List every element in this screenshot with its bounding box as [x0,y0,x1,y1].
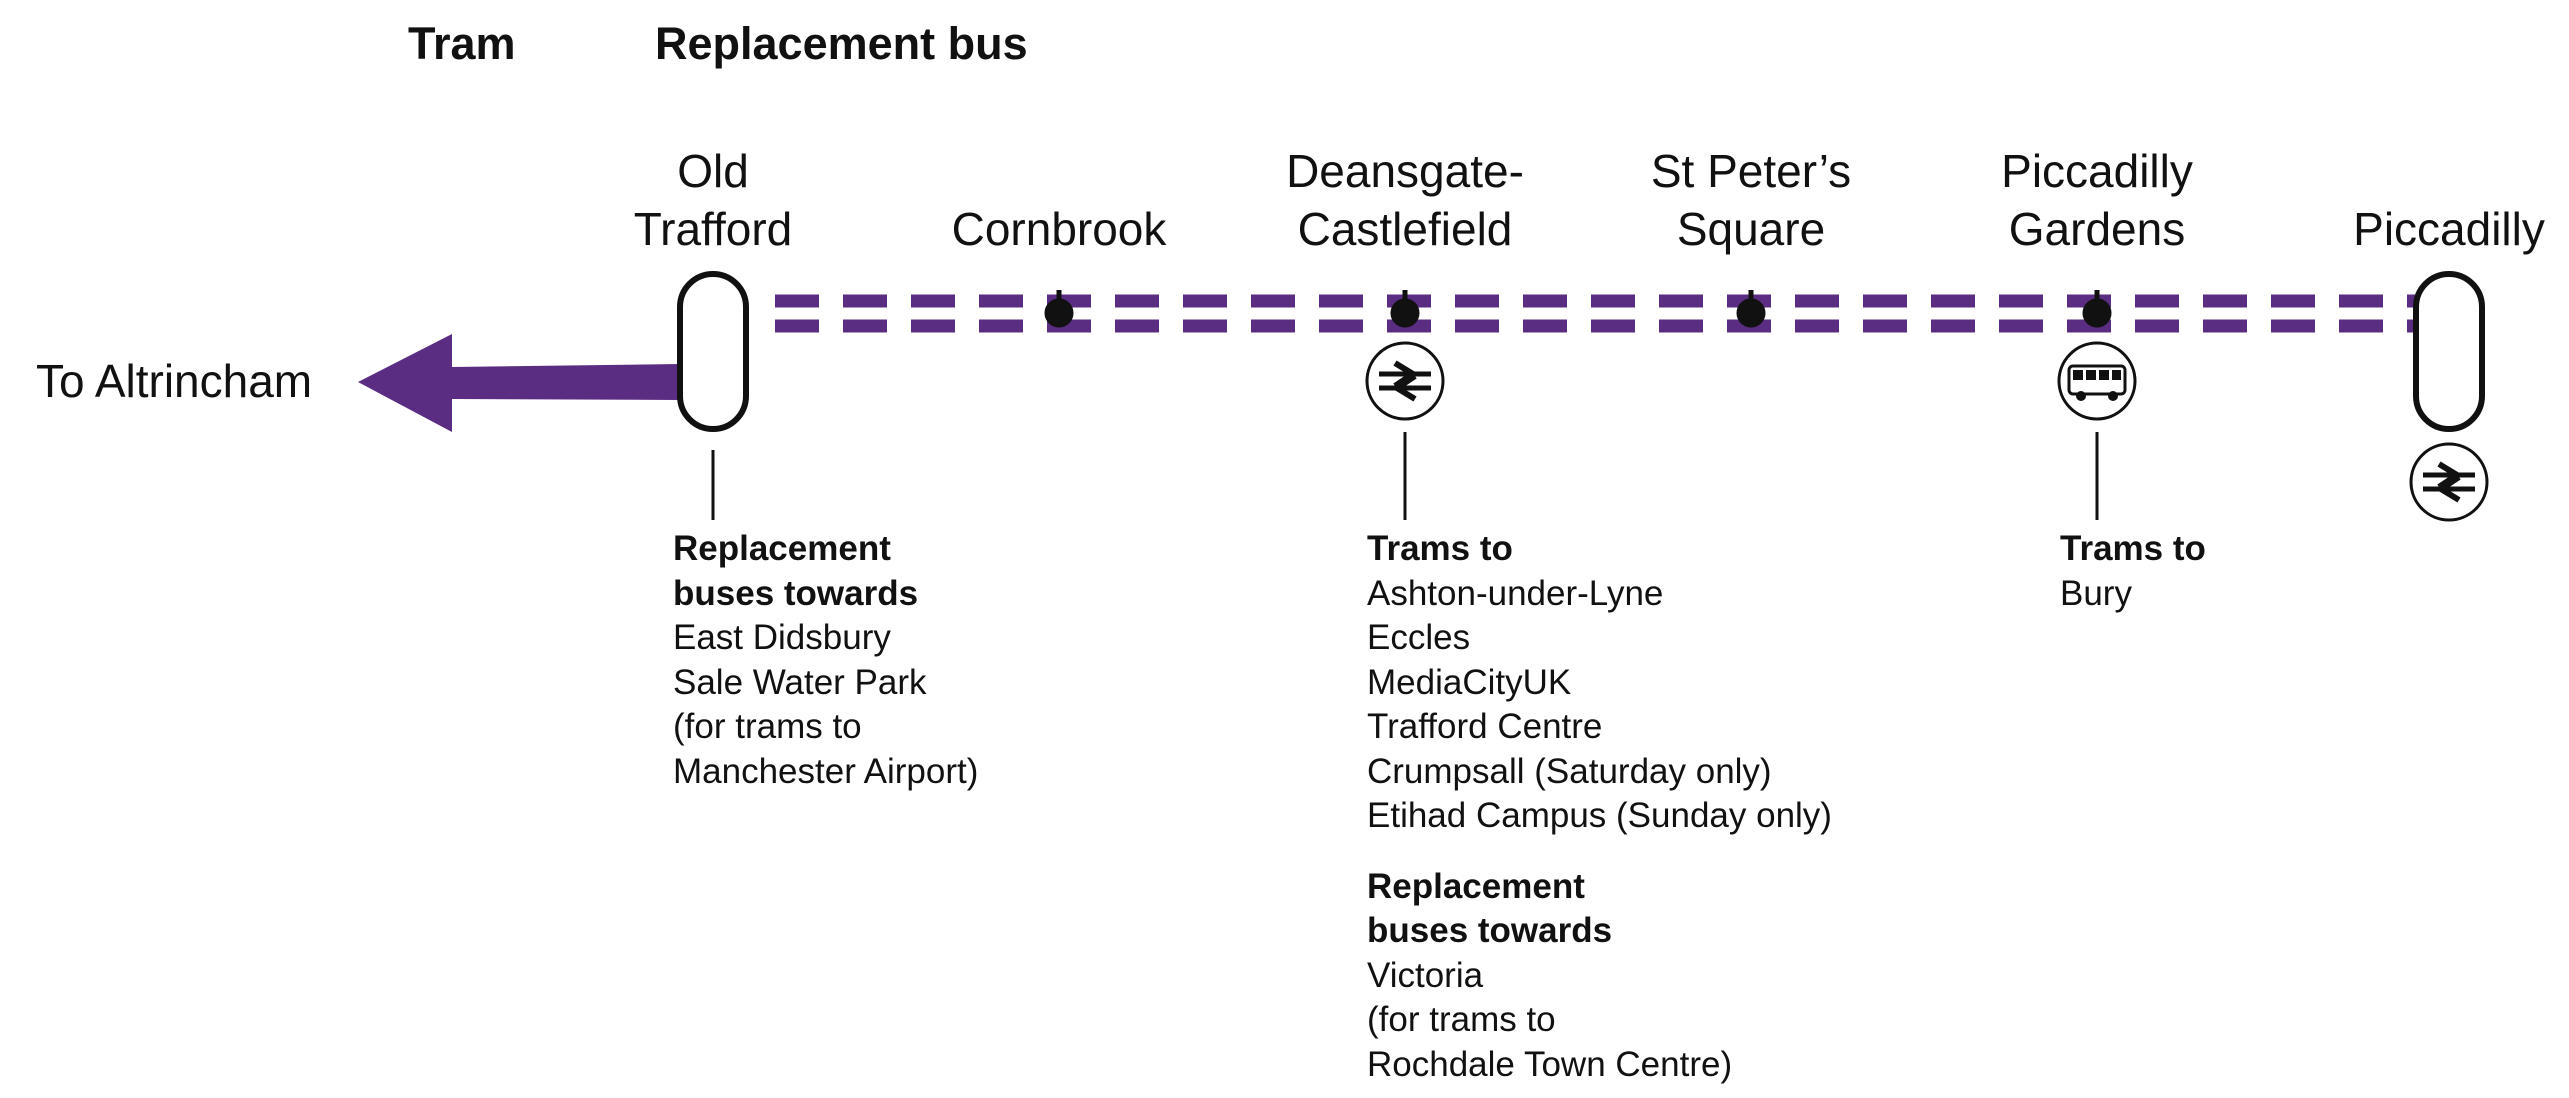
station-name-line: Gardens [2008,203,2186,255]
station-name-line: Piccadilly [2353,203,2545,255]
info-heading: buses towards [673,573,919,613]
info-line: Manchester Airport) [673,751,979,791]
info-line: Crumpsall (Saturday only) [1367,751,1772,791]
info-line: MediaCityUK [1367,662,1572,702]
station-name-line: Castlefield [1297,203,1513,255]
info-line: Victoria [1367,955,1484,995]
national-rail-icon [1365,341,1445,421]
tram-line-arrow [358,334,680,432]
info-heading: Replacement [1367,866,1585,906]
info-heading: Trams to [2060,529,2206,568]
info-line: Etihad Campus (Sunday only) [1367,796,1832,835]
station-name-line: Trafford [633,203,793,255]
station-piccadilly-gardens: Piccadilly Gardens [2001,142,2193,258]
deansgate-stop-marker [1390,290,1420,328]
station-piccadilly: Piccadilly [2353,200,2545,258]
station-name-line: Deansgate- [1286,145,1524,197]
station-name-line: Cornbrook [951,203,1167,255]
info-line: Sale Water Park [673,662,927,702]
station-cornbrook: Cornbrook [952,200,1167,258]
info-heading: Replacement [673,529,891,568]
info-heading: buses towards [1367,911,1613,950]
station-st-peters-square: St Peter’s Square [1651,142,1851,258]
station-name-line: Old [677,145,749,197]
info-line: Ashton-under-Lyne [1367,573,1664,613]
info-line: Trafford Centre [1367,707,1603,746]
national-rail-icon [2409,442,2489,522]
info-line: Bury [2060,573,2132,613]
piccadilly-gardens-info: Trams to Bury [2060,527,2206,616]
destination-label: To Altrincham [36,355,313,407]
info-line: (for trams to [673,707,862,746]
cornbrook-stop-marker [1044,290,1074,328]
legend-bus-label: Replacement bus [655,18,1028,69]
info-line: East Didsbury [673,618,891,657]
station-name-line: Piccadilly [2001,145,2193,197]
old-trafford-terminus-marker [677,271,749,432]
info-line: Eccles [1367,618,1471,657]
info-line: Rochdale Town Centre) [1367,1044,1733,1084]
deansgate-info: Trams to Ashton-under-Lyne Eccles MediaC… [1367,527,1832,1087]
bus-icon [2057,341,2137,421]
stop-markers [1044,290,2112,328]
info-line: (for trams to [1367,1000,1556,1039]
station-old-trafford: Old Trafford [634,142,793,258]
piccadilly-gardens-stop-marker [2082,290,2112,328]
legend-tram-label: Tram [408,18,516,69]
info-heading: Trams to [1367,529,1513,568]
station-name-line: St Peter’s [1650,145,1852,197]
st-peters-stop-marker [1736,290,1766,328]
station-deansgate-castlefield: Deansgate- Castlefield [1286,142,1524,258]
replacement-bus-line [775,294,2420,333]
piccadilly-terminus-marker [2413,271,2485,432]
old-trafford-info: Replacement buses towards East Didsbury … [673,527,978,794]
station-name-line: Square [1676,203,1826,255]
